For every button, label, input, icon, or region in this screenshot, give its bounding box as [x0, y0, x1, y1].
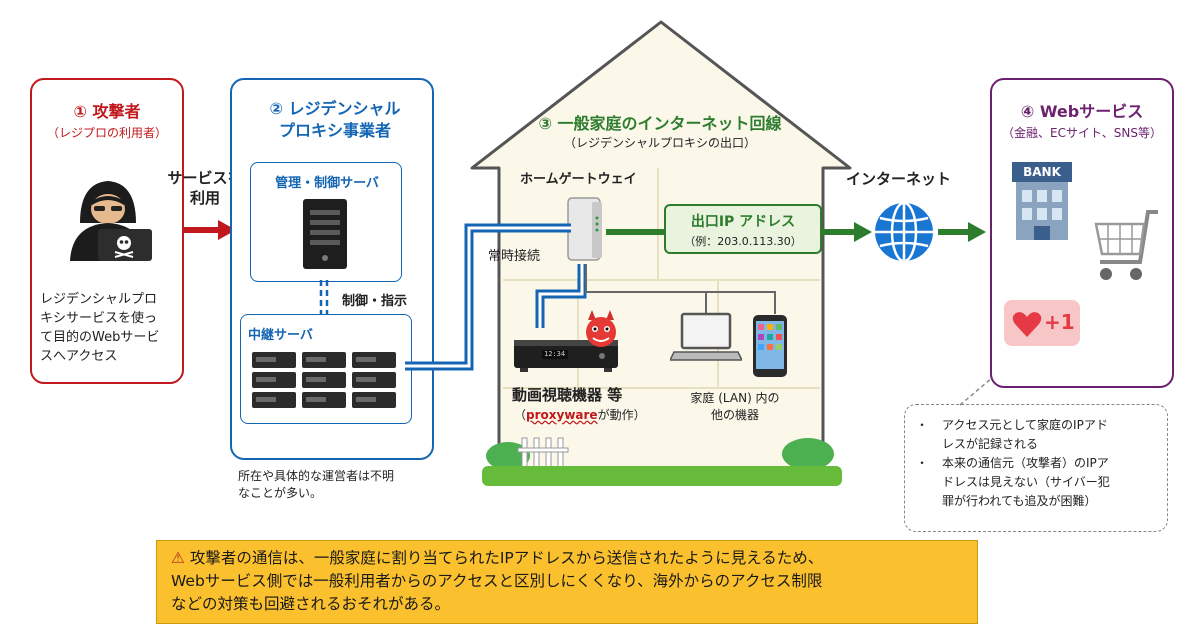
control-server-label: 管理・制御サーバ	[275, 176, 379, 191]
provider-title: ② レジデンシャル プロキシ事業者	[269, 99, 401, 140]
attacker-description: レジデンシャルプロ キシサービスを使っ て目的のWebサービ スへアクセス	[40, 292, 160, 364]
like-count: +1	[1044, 310, 1075, 334]
hacker-icon	[70, 181, 152, 261]
control-instruction-label: 制御・指示	[342, 294, 408, 309]
callout-content: ・ アクセス元として家庭のIPアド レスが記録される ・ 本来の通信元（攻撃者）…	[916, 416, 1160, 511]
globe-icon	[875, 201, 933, 263]
webservice-subtitle: （金融、ECサイト、SNS等）	[1002, 126, 1162, 140]
router-icon	[567, 197, 602, 261]
media-device-time: 12:34	[544, 350, 566, 358]
home-subtitle: （レジデンシャルプロキシの出口）	[563, 136, 756, 150]
warning-box: ⚠ 攻撃者の通信は、一般家庭に割り当てられたIPアドレスから送信されたように見え…	[156, 540, 978, 624]
exit-ip-title: 出口IP アドレス	[690, 214, 796, 230]
exit-ip-box: 出口IP アドレス （例：203.0.113.30）	[664, 204, 822, 254]
relay-connection-line	[405, 223, 571, 371]
proxyware-label: （proxywareが動作）	[514, 408, 646, 422]
callout-pointer	[959, 377, 993, 406]
internet-label: インターネット	[846, 170, 952, 188]
service-use-label: サービスを 利用	[167, 169, 243, 207]
relay-server-icons	[252, 352, 402, 412]
garden-decoration	[482, 437, 842, 486]
home-title: ③ 一般家庭のインターネット回線	[538, 114, 782, 133]
always-on-label: 常時接続	[488, 249, 541, 264]
heart-icon	[1012, 312, 1042, 337]
warning-text: ⚠ 攻撃者の通信は、一般家庭に割り当てられたIPアドレスから送信されたように見え…	[171, 549, 824, 613]
callout-item: ・ 本来の通信元（攻撃者）のIPア ドレスは見えない（サイバー犯 罪が行われても…	[916, 456, 1110, 508]
provider-note: 所在や具体的な運営者は不明 なことが多い。	[238, 469, 395, 500]
control-link-line	[319, 280, 329, 316]
warning-icon: ⚠	[171, 549, 185, 567]
shopping-cart-icon	[1094, 210, 1158, 280]
server-tower-icon	[303, 199, 347, 269]
media-device-label: 動画視聴機器 等	[512, 386, 623, 404]
use-arrow	[182, 220, 236, 240]
proxyware-name: proxyware	[526, 408, 598, 422]
smartphone-icon	[753, 315, 787, 377]
gateway-label: ホームゲートウェイ	[520, 172, 637, 187]
attacker-subtitle: （レジプロの利用者）	[46, 126, 167, 140]
webservice-title: ④ Webサービス	[1020, 102, 1144, 121]
lan-devices-label: 家庭 (LAN) 内の 他の機器	[690, 391, 780, 422]
devil-icon	[586, 310, 616, 347]
laptop-icon	[670, 312, 742, 361]
attacker-title: ① 攻撃者	[73, 102, 141, 121]
callout-item: ・ アクセス元として家庭のIPアド レスが記録される	[916, 418, 1108, 451]
lan-lines	[535, 264, 776, 328]
internet-arrow	[938, 222, 986, 242]
bank-label: BANK	[1023, 165, 1061, 179]
exit-ip-example: （例：203.0.113.30）	[684, 235, 802, 248]
bank-icon	[1012, 162, 1072, 240]
callout-box	[904, 404, 1168, 532]
media-device-icon	[514, 340, 618, 372]
relay-server-label: 中継サーバ	[248, 328, 313, 343]
